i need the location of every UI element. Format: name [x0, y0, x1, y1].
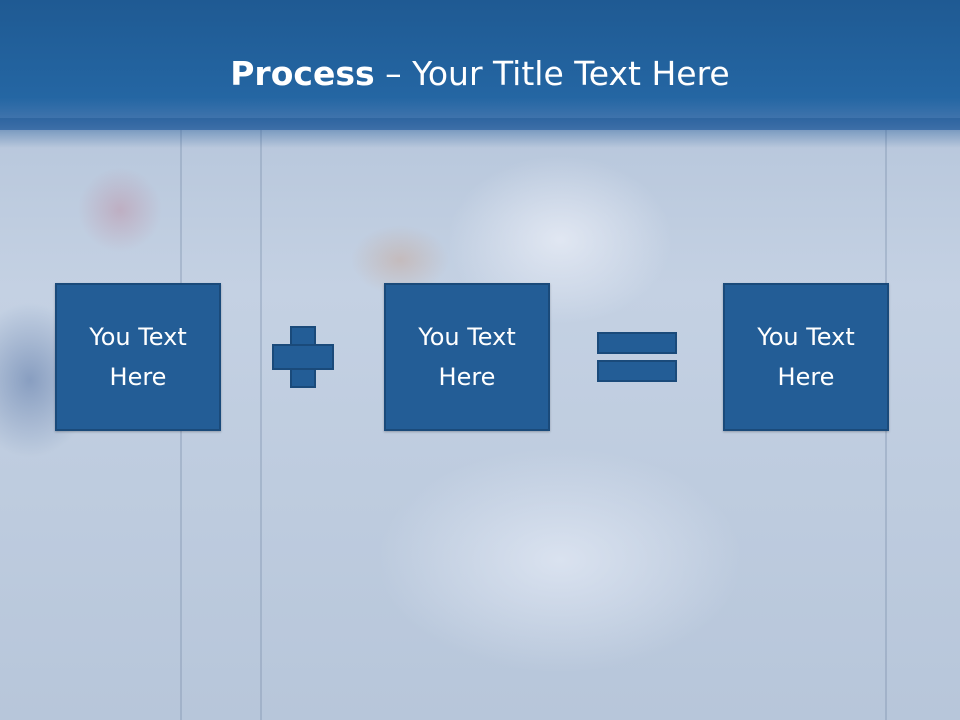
title-bar-fade: [0, 118, 960, 148]
slide-title-bold: Process: [230, 54, 375, 93]
process-box-3[interactable]: You Text Here: [723, 283, 889, 431]
process-box-2[interactable]: You Text Here: [384, 283, 550, 431]
slide-title[interactable]: Process – Your Title Text Here: [0, 54, 960, 94]
equals-icon-top-bar: [597, 332, 677, 354]
equals-icon-bottom-bar: [597, 360, 677, 382]
title-bar: [0, 0, 960, 130]
wall-seam: [260, 130, 262, 720]
plus-icon-center: [292, 346, 314, 368]
process-box-1[interactable]: You Text Here: [55, 283, 221, 431]
process-box-label: You Text Here: [757, 323, 855, 391]
process-box-label: You Text Here: [418, 323, 516, 391]
slide-title-rest: Your Title Text Here: [412, 54, 730, 93]
slide-title-separator: –: [374, 54, 413, 93]
process-box-label: You Text Here: [89, 323, 187, 391]
